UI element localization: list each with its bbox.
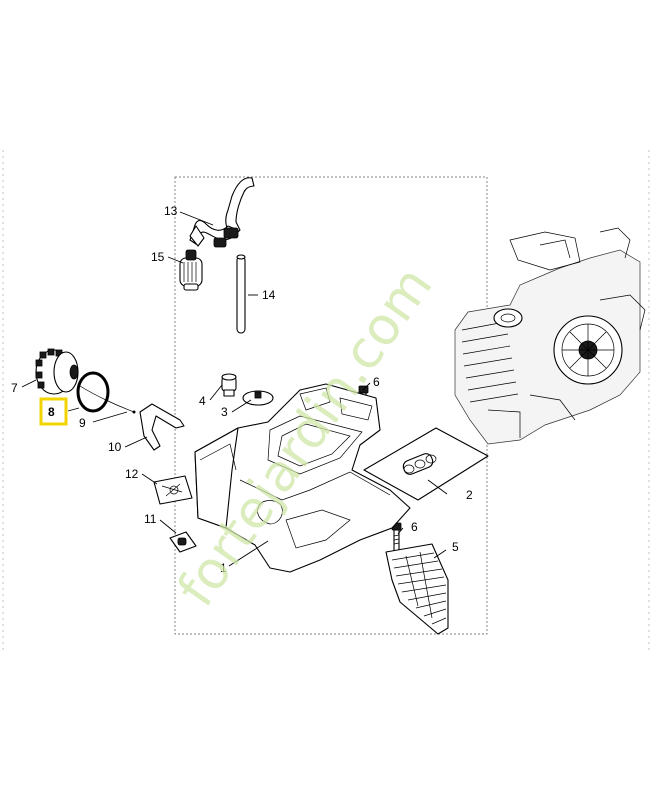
label-4: 4 [199,394,206,408]
part-6-screw-bottom [391,522,402,553]
label-8[interactable]: 8 [48,405,55,419]
label-12: 12 [125,467,139,481]
label-1: 1 [220,561,227,575]
highlight-box-8 [39,397,68,426]
label-14: 14 [262,288,276,302]
label-5: 5 [452,540,459,554]
part-12-label-plate [153,475,193,505]
part-3-disc [242,390,274,406]
label-15: 15 [151,250,165,264]
part-2-gasket [363,427,489,501]
label-7: 7 [11,381,18,395]
label-6-top: 6 [373,375,380,389]
label-3: 3 [221,405,228,419]
part-7-tank-cap [35,348,79,395]
label-9: 9 [79,416,86,430]
part-11-damper [169,531,197,553]
part-8-gasket-ring [76,371,110,413]
label-13: 13 [164,204,178,218]
leader-lines [21,211,448,567]
part-9-retainer-cord [79,385,136,414]
part-1-tank-housing [194,383,411,573]
part-15-fuel-filter [179,249,203,291]
label-11: 11 [144,512,157,526]
label-2: 2 [466,488,473,502]
label-6-bottom: 6 [411,520,418,534]
part-number-labels: 13 15 14 7 9 10 12 11 4 3 6 2 6 5 1 8 [11,204,473,575]
part-4-plug [221,373,237,397]
part-14-hose [236,254,246,334]
part-5-grille-plate [385,543,449,635]
part-10-bracket [139,403,185,451]
engine-illustration [454,227,646,445]
part-13-fuel-hose [189,177,255,248]
label-10: 10 [108,440,122,454]
